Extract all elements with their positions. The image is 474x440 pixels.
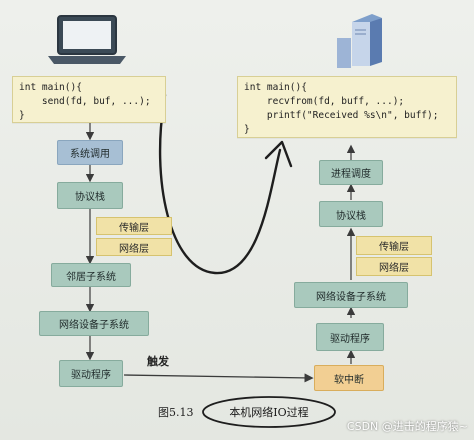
right-protocol-stack-box: 协议栈 [319,201,383,227]
caption-ellipse [202,396,336,428]
right-driver-box: 驱动程序 [316,323,384,351]
sender-code-box: int main(){ send(fd, buf, ...); } [12,76,166,123]
process-scheduling-box: 进程调度 [319,160,383,185]
code-line: } [19,110,25,121]
figure-number: 图5.13 [158,406,194,419]
netdev-subsystem-label: 网络设备子系统 [316,291,386,303]
right-netdev-subsystem-box: 网络设备子系统 [294,282,408,308]
system-call-box: 系统调用 [57,140,123,165]
watermark: CSDN @进击的程序猿~ [346,420,468,433]
code-line: int main(){ [244,82,307,93]
laptop-icon [48,15,126,64]
code-line: send(fd, buf, ...); [19,96,151,107]
protocol-stack-label: 协议栈 [336,210,366,222]
handdrawn-curve [158,93,282,275]
system-call-label: 系统调用 [70,149,110,160]
code-line: } [244,124,250,135]
left-netdev-subsystem-box: 网络设备子系统 [39,311,149,336]
softirq-box: 软中断 [314,365,384,391]
trigger-arrow [123,373,314,383]
network-layer-label: 网络层 [119,243,149,255]
figure-title: 本机网络IO过程 [229,406,309,419]
transport-layer-label: 传输层 [379,242,409,253]
server-icon [337,14,382,68]
left-network-layer: 网络层 [96,238,172,256]
left-protocol-stack-box: 协议栈 [57,182,123,209]
netdev-subsystem-label: 网络设备子系统 [59,320,129,331]
process-scheduling-label: 进程调度 [331,169,371,180]
left-driver-box: 驱动程序 [59,360,123,387]
right-transport-layer: 传输层 [356,236,432,255]
receiver-code-box: int main(){ recvfrom(fd, buff, ...); pri… [237,76,457,138]
handdrawn-arrowhead [264,140,293,168]
left-transport-layer: 传输层 [96,217,172,235]
transport-layer-label: 传输层 [119,222,149,234]
network-layer-label: 网络层 [379,263,409,274]
neighbor-subsystem-label: 邻居子系统 [66,271,116,283]
softirq-label: 软中断 [334,374,364,386]
driver-label: 驱动程序 [330,333,370,345]
right-network-layer: 网络层 [356,257,432,276]
protocol-stack-label: 协议栈 [75,192,105,203]
driver-label: 驱动程序 [71,370,111,381]
trigger-label: 触发 [147,355,169,368]
code-line: recvfrom(fd, buff, ...); [244,96,405,107]
code-line: printf("Received %s\n", buff); [244,110,439,121]
code-line: int main(){ [19,82,82,93]
neighbor-subsystem-box: 邻居子系统 [51,263,131,287]
